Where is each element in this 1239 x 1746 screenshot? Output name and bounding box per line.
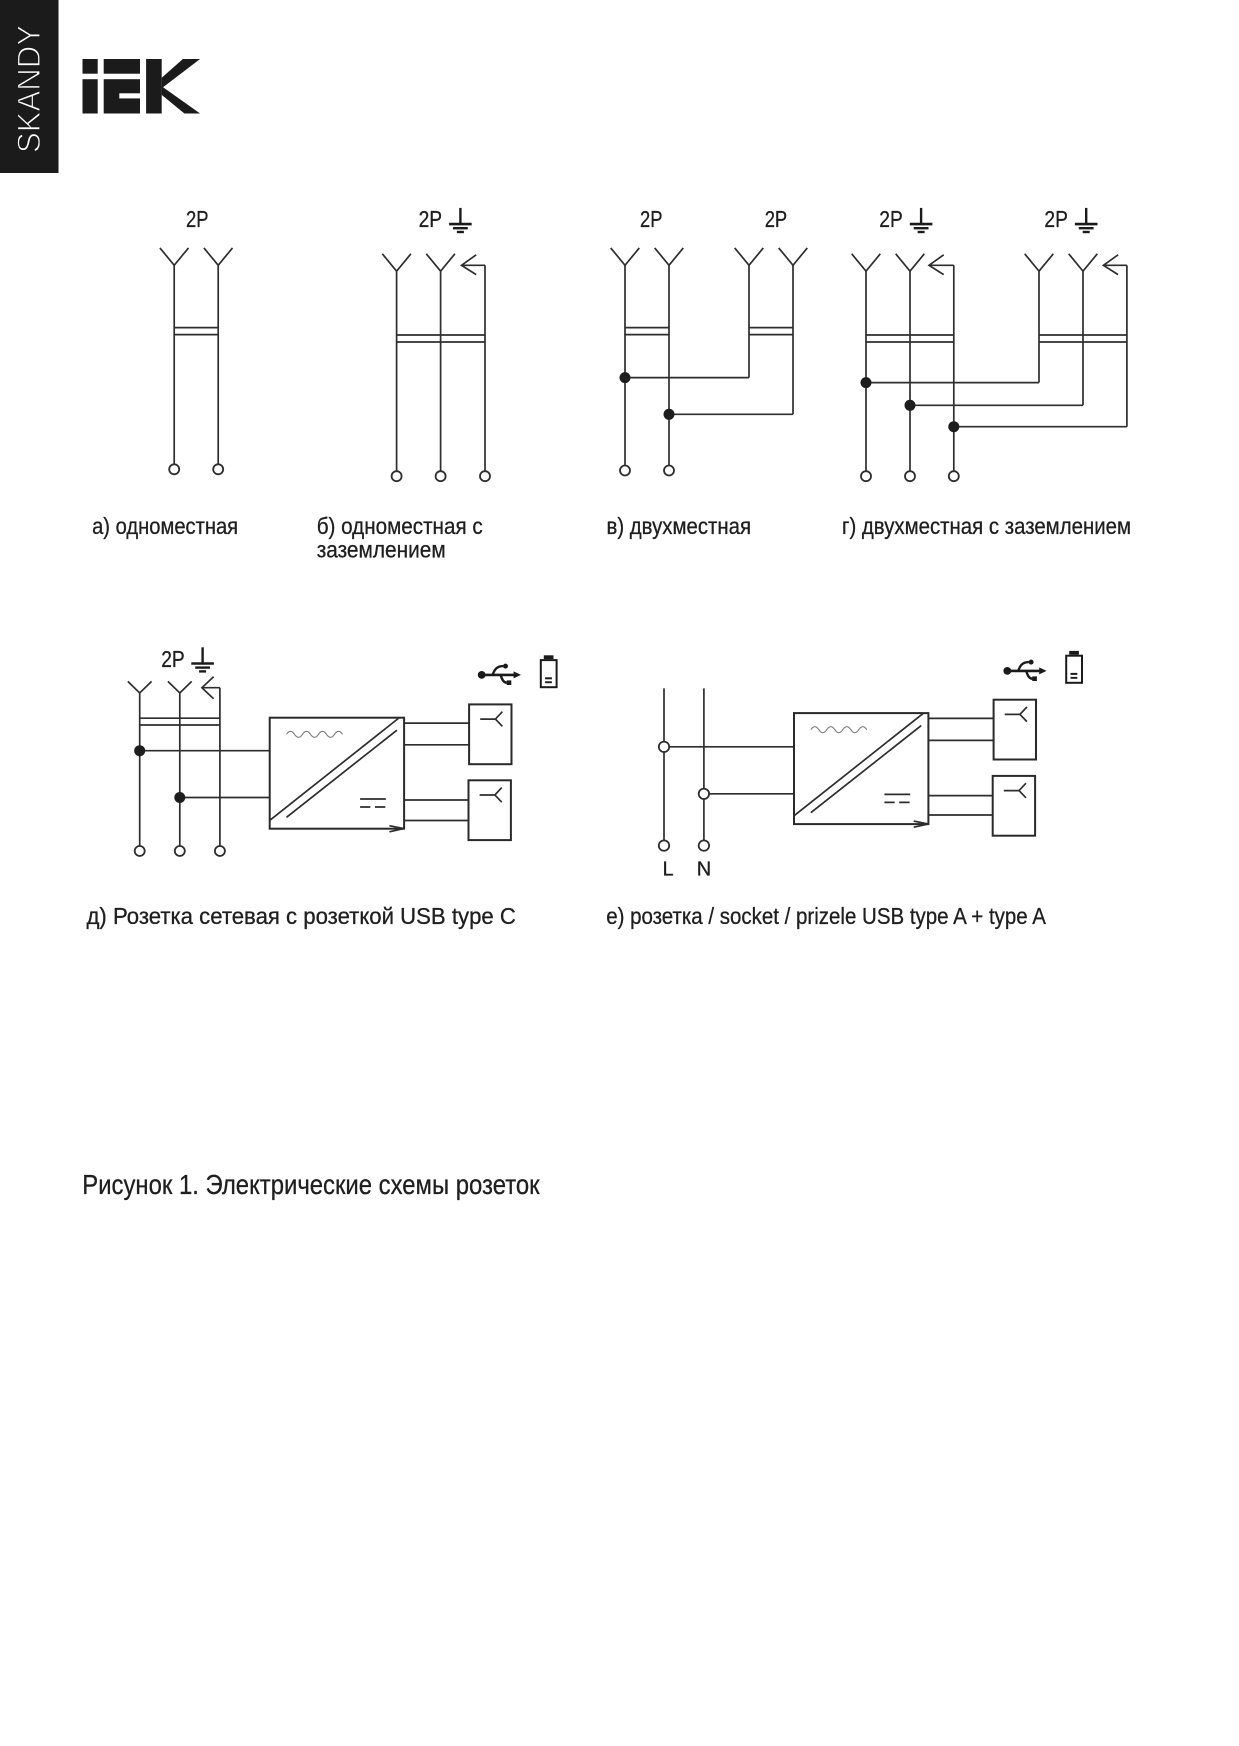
svg-text:г) двухместная с заземлением: г) двухместная с заземлением	[842, 513, 1131, 539]
svg-text:д) Розетка сетевая с розеткой: д) Розетка сетевая с розеткой USB type C	[87, 903, 516, 929]
svg-text:е) розетка / socket / prizele: е) розетка / socket / prizele USB type A…	[606, 903, 1046, 929]
svg-text:в) двухместная: в) двухместная	[607, 513, 752, 539]
svg-text:2P: 2P	[879, 206, 903, 232]
svg-text:а) одноместная: а) одноместная	[92, 513, 238, 539]
svg-text:2P: 2P	[640, 206, 663, 232]
svg-text:Рисунок 1. Электрические схемы: Рисунок 1. Электрические схемы розеток	[82, 1169, 540, 1200]
svg-text:N: N	[697, 858, 711, 880]
svg-text:б) одноместная с: б) одноместная с	[317, 513, 483, 539]
svg-text:2P: 2P	[161, 646, 185, 672]
svg-text:2P: 2P	[419, 206, 443, 232]
svg-text:2P: 2P	[765, 206, 788, 232]
svg-text:L: L	[662, 858, 673, 880]
svg-text:2P: 2P	[1044, 206, 1068, 232]
svg-text:2P: 2P	[186, 206, 209, 232]
svg-text:заземлением: заземлением	[317, 536, 446, 562]
